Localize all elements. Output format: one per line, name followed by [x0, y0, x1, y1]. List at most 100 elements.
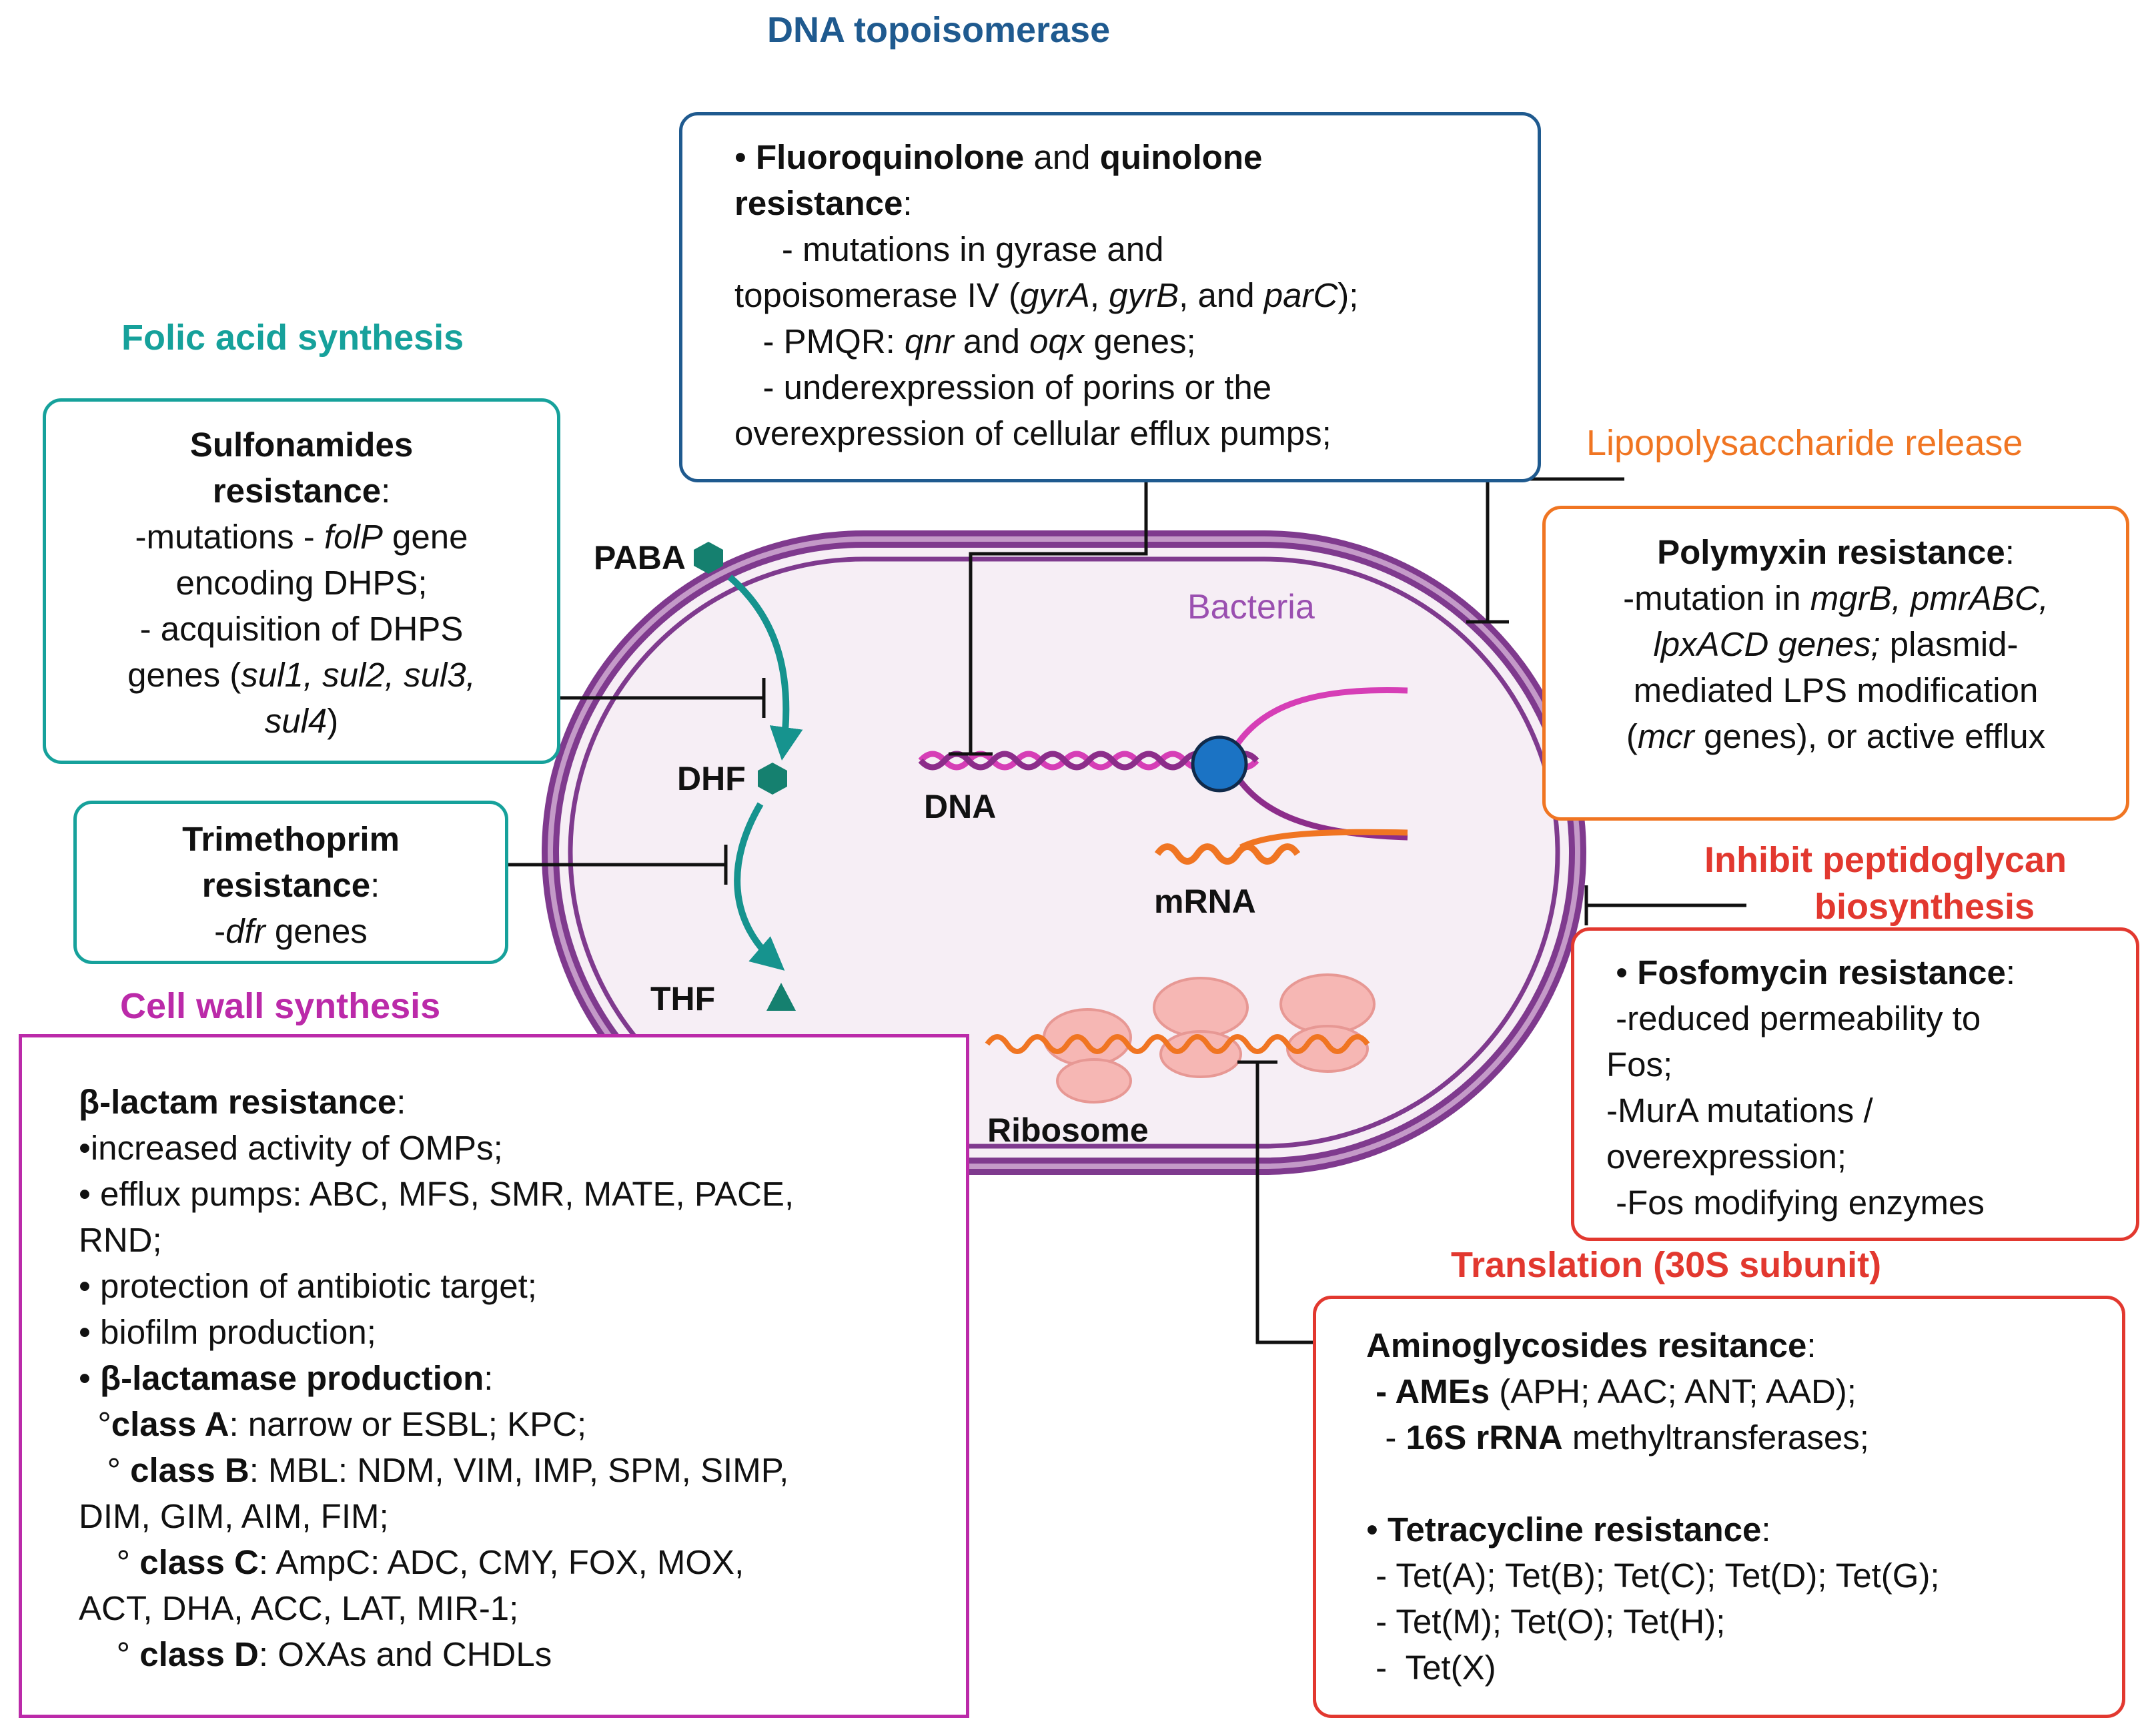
ribosome-2 [1153, 977, 1249, 1078]
text-segment: ) [327, 702, 339, 740]
text-segment: Fosfomycin resistance [1637, 953, 2006, 991]
text-segment: ° [79, 1635, 140, 1673]
text-segment: methyltransferases; [1562, 1418, 1869, 1456]
text-segment: : MBL: NDM, VIM, IMP, SPM, SIMP, [249, 1451, 789, 1489]
text-segment: class C [139, 1543, 259, 1581]
text-segment: Fluoroquinolone [756, 138, 1025, 176]
text-segment: ° [79, 1451, 131, 1489]
dhf-to-thf-arrow [734, 802, 785, 971]
text-line: resistance: [734, 180, 1538, 226]
text-line: - acquisition of DHPS [46, 606, 557, 652]
text-segment: Fos; [1606, 1045, 1673, 1083]
text-segment: genes), or active efflux [1694, 717, 2046, 755]
text-segment: lpxACD genes; [1653, 625, 1881, 663]
text-segment: overexpression; [1606, 1138, 1847, 1176]
text-segment: • [79, 1359, 101, 1397]
text-segment: class B [130, 1451, 249, 1489]
text-segment: resistance [201, 866, 371, 904]
text-line: • Fluoroquinolone and quinolone [734, 134, 1538, 180]
text-segment: gene [382, 518, 468, 556]
text-segment: Sulfonamides [189, 426, 414, 464]
text-segment: : [381, 472, 391, 510]
text-line: • protection of antibiotic target; [79, 1263, 966, 1309]
dhf-label: DHF [677, 760, 746, 797]
heading-translation: Translation (30S subunit) [1451, 1245, 1882, 1285]
text-segment: : [370, 866, 380, 904]
text-line: DIM, GIM, AIM, FIM; [79, 1493, 966, 1539]
text-line: - Tet(A); Tet(B); Tet(C); Tet(D); Tet(G)… [1366, 1553, 2122, 1599]
text-segment: ); [1337, 276, 1359, 314]
text-segment: gyrB [1109, 276, 1179, 314]
text-segment: encoding DHPS; [175, 564, 428, 602]
text-segment: Aminoglycosides resitance [1366, 1326, 1807, 1364]
text-segment: class D [139, 1635, 259, 1673]
text-segment: oqx [1029, 322, 1085, 360]
betalactam-resistance-box: β-lactam resistance: •increased activity … [19, 1034, 969, 1718]
text-segment: : [2005, 953, 2016, 991]
text-segment: ° [79, 1405, 111, 1443]
text-segment: -Fos modifying enzymes [1606, 1184, 1985, 1222]
text-line: sul4) [46, 698, 557, 744]
text-line: - PMQR: qnr and oqx genes; [734, 318, 1538, 364]
text-segment: Tetracycline resistance [1388, 1510, 1762, 1549]
text-segment: mgrB, pmrABC, [1810, 579, 2049, 617]
paba-to-dhf-arrow [727, 574, 803, 761]
text-line: overexpression of cellular efflux pumps; [734, 410, 1538, 456]
text-segment: -MurA mutations / [1606, 1092, 1873, 1130]
text-segment: parC [1263, 276, 1338, 314]
text-line: -mutations - folP gene [46, 514, 557, 560]
text-segment: - AMEs [1366, 1372, 1490, 1410]
text-segment: : [2005, 533, 2015, 571]
mrna-strand [1154, 843, 1301, 865]
text-segment: • biofilm production; [79, 1313, 376, 1351]
heading-peptidoglycan-2: biosynthesis [1814, 887, 2035, 927]
aminoglycoside-tetracycline-box: Aminoglycosides resitance: - AMEs (APH; … [1313, 1296, 2125, 1718]
text-line: ACT, DHA, ACC, LAT, MIR-1; [79, 1585, 966, 1631]
text-line: resistance: [77, 862, 505, 908]
text-line: (mcr genes), or active efflux [1546, 713, 2126, 759]
text-segment: - PMQR: [734, 322, 905, 360]
text-segment: : [1806, 1326, 1816, 1364]
text-segment: : OXAs and CHDLs [258, 1635, 552, 1673]
text-line: • β-lactamase production: [79, 1355, 966, 1401]
text-segment: : narrow or ESBL; KPC; [229, 1405, 587, 1443]
thf-molecule [766, 983, 796, 1011]
dna-polymerase-node [1191, 735, 1248, 793]
text-line: - mutations in gyrase and [734, 226, 1538, 272]
text-segment: •increased activity of OMPs; [79, 1129, 503, 1167]
ribosome-3 [1279, 973, 1376, 1073]
text-line: - AMEs (APH; AAC; ANT; AAD); [1366, 1368, 2122, 1414]
bacteria-label: Bacteria [1187, 588, 1315, 626]
text-segment: genes; [1084, 322, 1196, 360]
text-segment: mcr [1637, 717, 1694, 755]
text-segment: ACT, DHA, ACC, LAT, MIR-1; [79, 1589, 519, 1627]
dna-label: DNA [924, 788, 997, 825]
text-segment: - [214, 912, 226, 950]
text-segment: ° [79, 1543, 140, 1581]
text-line: ° class B: MBL: NDM, VIM, IMP, SPM, SIMP… [79, 1447, 966, 1493]
text-segment: • efflux pumps: ABC, MFS, SMR, MATE, PAC… [79, 1175, 794, 1213]
text-line: Fos; [1606, 1041, 2136, 1088]
text-segment: - [1366, 1418, 1406, 1456]
text-segment: ( [1626, 717, 1638, 755]
text-segment: - acquisition of DHPS [139, 610, 464, 648]
text-segment: dfr [225, 912, 265, 950]
text-segment: -reduced permeability to [1606, 999, 1981, 1037]
text-segment: genes [265, 912, 368, 950]
text-segment: : [903, 184, 913, 222]
text-line: Polymyxin resistance: [1546, 529, 2126, 575]
text-line: genes (sul1, sul2, sul3, [46, 652, 557, 698]
text-line: β-lactam resistance: [79, 1079, 966, 1125]
text-line: ° class C: AmpC: ADC, CMY, FOX, MOX, [79, 1539, 966, 1585]
text-segment: RND; [79, 1221, 162, 1259]
text-segment: (APH; AAC; ANT; AAD); [1490, 1372, 1856, 1410]
fosfomycin-resistance-box: • Fosfomycin resistance: -reduced permea… [1571, 927, 2139, 1241]
text-line: • Fosfomycin resistance: [1606, 949, 2136, 995]
text-segment: : [1761, 1510, 1771, 1549]
text-segment: , and [1179, 276, 1264, 314]
text-line: - Tet(M); Tet(O); Tet(H); [1366, 1599, 2122, 1645]
text-segment: β-lactam resistance [79, 1083, 397, 1121]
text-segment: resistance [212, 472, 382, 510]
